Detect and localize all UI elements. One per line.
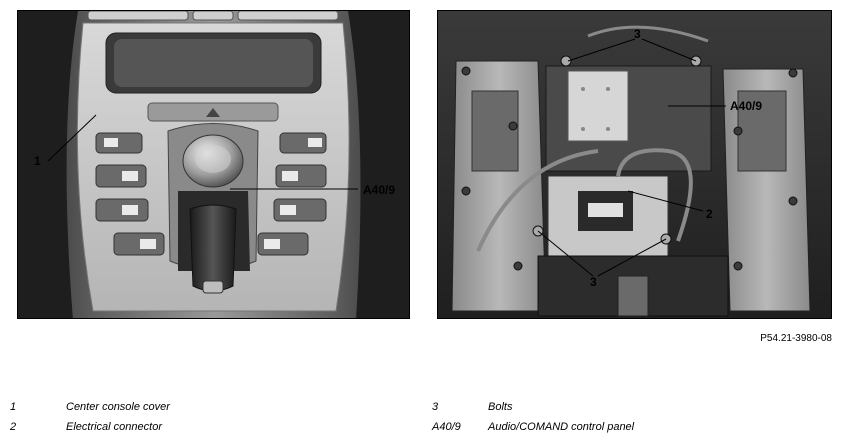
callout-3-bottom: 3 (590, 275, 597, 289)
console-illustration: 1 A40/9 (17, 10, 410, 319)
callout-3-top: 3 (634, 27, 641, 41)
legend-number: A40/9 (432, 421, 461, 433)
legend-text: Center console cover (66, 401, 170, 413)
callout-2: 2 (706, 207, 713, 221)
callout-a40-9: A40/9 (730, 99, 763, 113)
callout-a40-9: A40/9 (363, 183, 396, 197)
connector-drawing (438, 11, 831, 318)
legend-text: Audio/COMAND control panel (488, 421, 635, 433)
legend-text: Bolts (488, 401, 513, 413)
legend-text: Electrical connector (66, 421, 162, 433)
legend-number: 3 (432, 401, 439, 413)
console-drawing (18, 11, 409, 318)
legend-number: 1 (10, 401, 17, 413)
callout-1: 1 (34, 154, 41, 168)
connector-illustration: 3 A40/9 2 3 (437, 10, 832, 319)
reference-code: P54.21-3980-08 (760, 333, 832, 344)
legend-number: 2 (10, 421, 17, 433)
